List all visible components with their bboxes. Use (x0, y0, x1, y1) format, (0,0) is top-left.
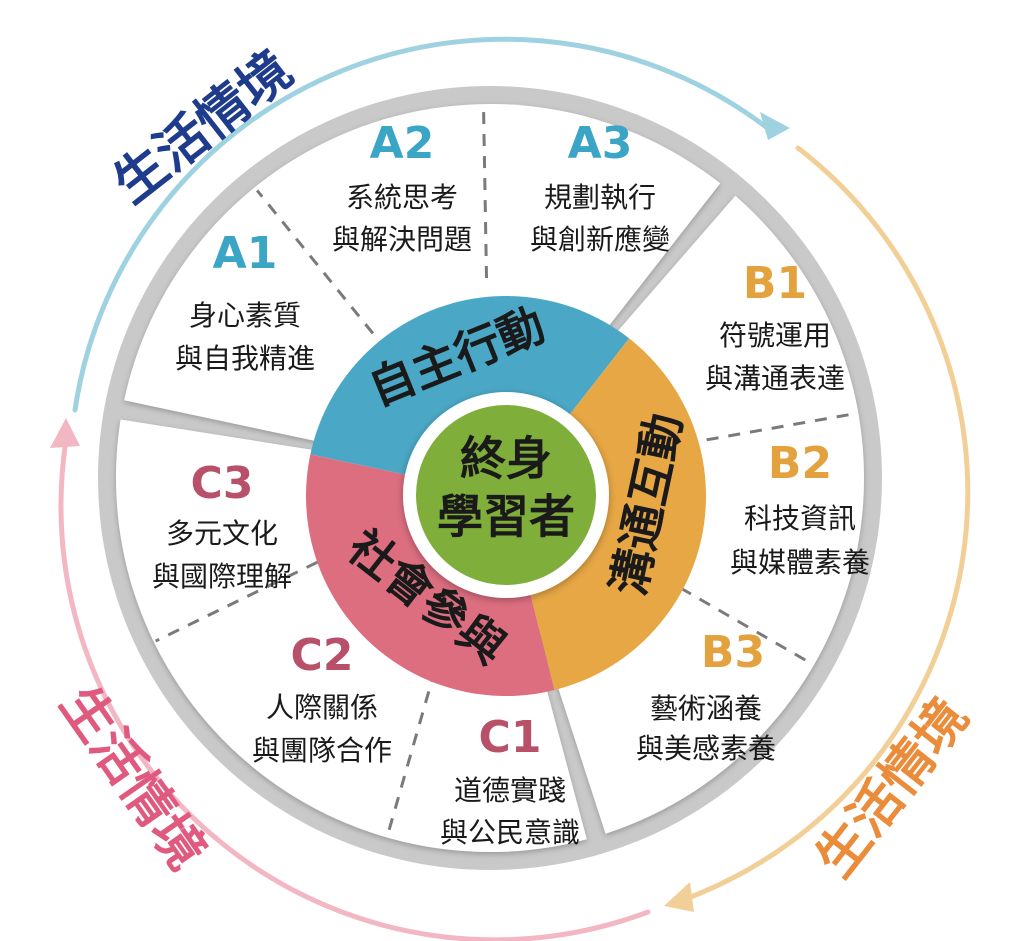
item-b2: B2 科技資訊 與媒體素養 (730, 438, 870, 579)
center-label-line1: 終身 (460, 432, 552, 486)
dimension-ring (306, 296, 706, 696)
divider-c2-c3 (154, 551, 338, 643)
context-arrow-left (58, 437, 651, 941)
item-line1: 藝術涵養 (650, 692, 762, 725)
item-code: A1 (213, 228, 278, 279)
item-line2: 與國際理解 (152, 560, 292, 593)
item-line2: 與媒體素養 (730, 546, 870, 579)
dimension-ring-a (310, 296, 630, 476)
item-b1: B1 符號運用 與溝通表達 (705, 258, 845, 395)
item-line1: 多元文化 (166, 517, 278, 550)
item-line1: 規劃執行 (544, 181, 656, 214)
arrow-head-icon (664, 882, 694, 912)
context-label-bottom-right: 生活情境 (805, 688, 980, 889)
dashed-dividers (154, 108, 857, 837)
item-line1: 符號運用 (719, 319, 831, 352)
item-line2: 與解決問題 (332, 223, 472, 256)
item-line2: 與自我精進 (175, 342, 315, 375)
divider-a1-a2 (255, 189, 416, 386)
divider-c1-c2 (386, 669, 437, 837)
item-line2: 與公民意識 (440, 816, 580, 849)
divider-b2-b3 (679, 586, 813, 666)
item-line1: 科技資訊 (744, 502, 856, 535)
item-code: C3 (191, 458, 254, 509)
arrow-head-icon (50, 418, 80, 448)
divider-a2-a3 (482, 108, 489, 279)
item-line2: 與溝通表達 (705, 362, 845, 395)
item-code: C1 (479, 712, 542, 763)
item-c3: C3 多元文化 與國際理解 (152, 458, 292, 593)
item-code: B3 (701, 627, 765, 678)
item-code: A2 (370, 118, 435, 169)
item-code: C2 (291, 630, 354, 681)
item-a3: A3 規劃執行 與創新應變 (530, 118, 670, 256)
item-line1: 人際關係 (266, 691, 378, 724)
item-code: B1 (743, 258, 807, 309)
dimension-ring-c (306, 454, 555, 696)
item-a2: A2 系統思考 與解決問題 (332, 118, 472, 256)
panel-a-sector (124, 104, 721, 478)
item-b3: B3 藝術涵養 與美感素養 (636, 627, 776, 765)
item-line1: 身心素質 (189, 299, 301, 332)
item-line2: 與美感素養 (636, 732, 776, 765)
item-line1: 道德實踐 (454, 774, 566, 807)
dimension-ring-b (530, 338, 706, 691)
item-code: B2 (768, 438, 832, 489)
center-label-line2: 學習者 (437, 490, 575, 544)
item-line1: 系統思考 (346, 181, 458, 214)
context-arrow-top (72, 36, 773, 413)
item-code: A3 (568, 118, 633, 169)
item-line2: 與團隊合作 (252, 734, 392, 767)
item-c2: C2 人際關係 與團隊合作 (252, 630, 392, 767)
center-core: 終身 學習者 (403, 392, 609, 598)
context-arrow-right (685, 145, 971, 901)
item-a1: A1 身心素質 與自我精進 (175, 228, 315, 375)
context-arrows (50, 36, 971, 941)
divider-b1-b2 (706, 411, 857, 442)
item-c1: C1 道德實踐 與公民意識 (440, 712, 580, 849)
arrow-head-icon (760, 112, 790, 140)
item-line2: 與創新應變 (530, 223, 670, 256)
